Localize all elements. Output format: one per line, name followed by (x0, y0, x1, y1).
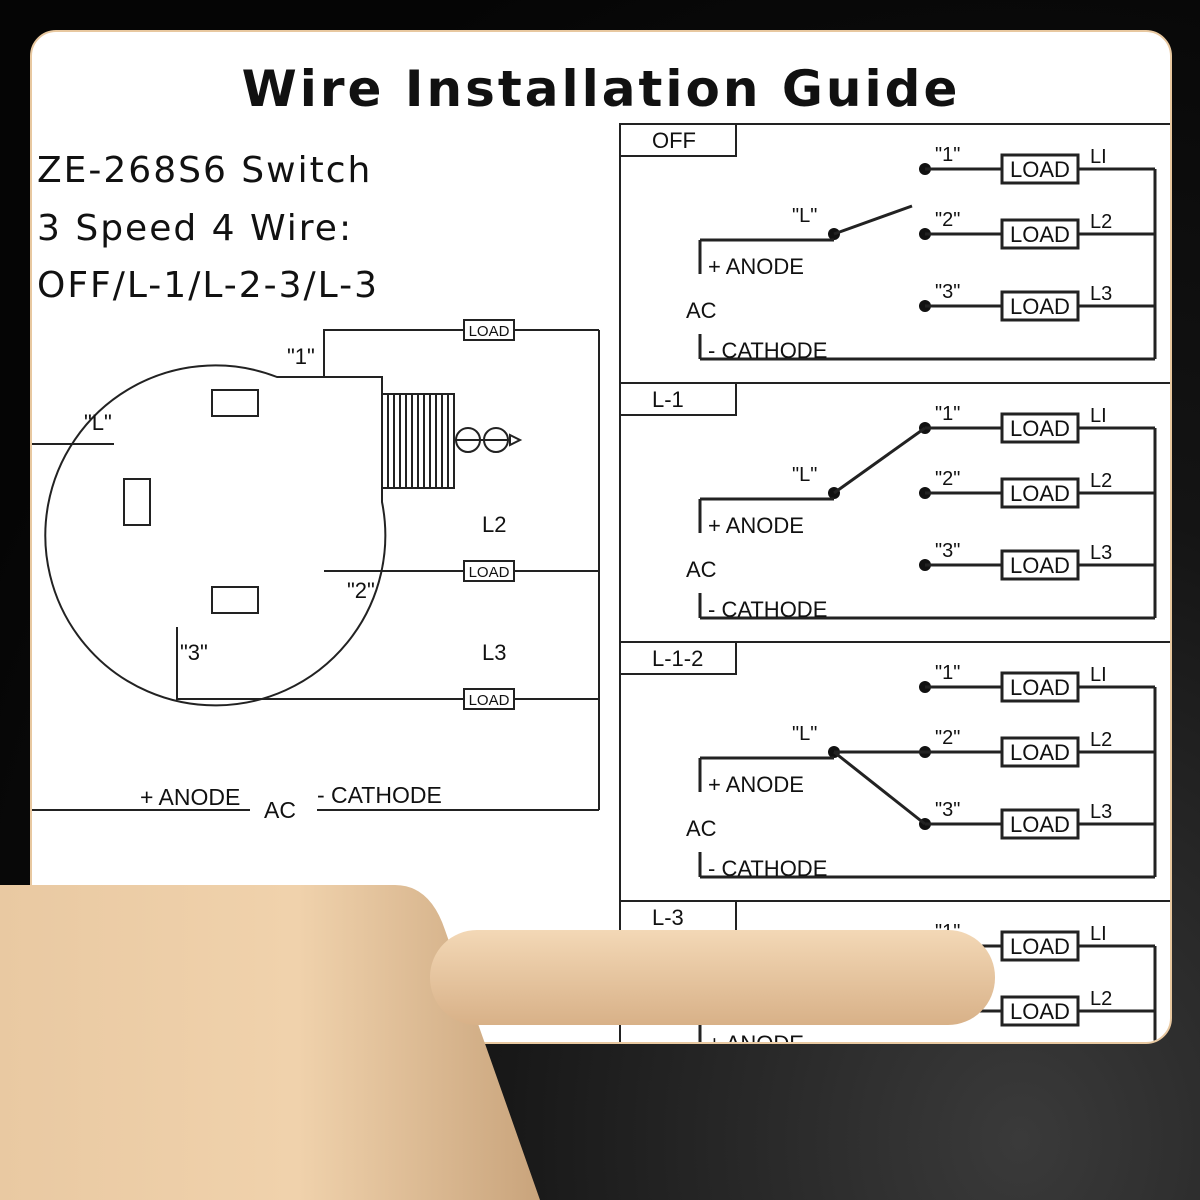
terminal-label-2: "2" (935, 727, 960, 749)
terminal-tab-1 (211, 389, 259, 417)
line-label-l2: L2 (1090, 470, 1112, 492)
load-label-3: LOAD (469, 692, 510, 709)
terminal-tab-l (123, 478, 151, 526)
anode-label: + ANODE (140, 784, 240, 810)
anode-label: + ANODE (708, 513, 804, 538)
switch-arm-3 (833, 750, 926, 826)
load-label: LOAD (1010, 157, 1070, 182)
pull-chain-bead (455, 427, 481, 453)
load-label: LOAD (1010, 416, 1070, 441)
cathode-label: - CATHODE (708, 338, 827, 363)
switch-housing (44, 364, 387, 707)
terminal-label-3: "3" (180, 640, 208, 665)
page-title: Wire Installation Guide (241, 60, 961, 118)
line-label-l3: L3 (1090, 801, 1112, 823)
line-label-l3: L3 (1090, 542, 1112, 564)
load-label: LOAD (1010, 553, 1070, 578)
line-label-l1: LI (1090, 146, 1107, 168)
terminal-label-3: "3" (935, 540, 960, 562)
spec-speed: 3 Speed 4 Wire: (37, 208, 354, 249)
terminal-label-1: "1" (935, 662, 960, 684)
ac-label: AC (686, 816, 717, 841)
terminal-label-3: "3" (935, 281, 960, 303)
terminal-label-2: "2" (935, 209, 960, 231)
terminal-label-1: "1" (935, 144, 960, 166)
anode-label: + ANODE (708, 254, 804, 279)
line-label-l2: L2 (1090, 211, 1112, 233)
switch-body-diagram: "L" LOAD "1" LOAD "2" L2 LOAD "3" L3 (32, 319, 600, 823)
load-label: LOAD (1010, 812, 1070, 837)
cathode-label: - CATHODE (708, 856, 827, 881)
mode-label: L-1-2 (652, 646, 703, 671)
anode-label: + ANODE (708, 772, 804, 797)
terminal-label-l: "L" (792, 464, 817, 486)
terminal-label-l: "L" (792, 723, 817, 745)
line-label-l2: L2 (482, 512, 506, 537)
switch-arm-1 (833, 426, 926, 495)
line-label-l1: LI (1090, 923, 1107, 945)
pull-chain-bead (483, 427, 509, 453)
spec-model: ZE-268S6 Switch (37, 150, 373, 191)
ac-label: AC (264, 797, 296, 823)
load-label: LOAD (1010, 740, 1070, 765)
decorative-band (0, 885, 995, 1200)
ac-label: AC (686, 298, 717, 323)
shaft-threads (387, 394, 449, 488)
line-label-l3: L3 (1090, 283, 1112, 305)
band-pill (430, 930, 995, 1025)
mode-label: L-3 (652, 905, 684, 930)
load-label: LOAD (1010, 999, 1070, 1024)
anode-label: + ANODE (708, 1031, 804, 1042)
load-label: LOAD (1010, 294, 1070, 319)
load-label: LOAD (1010, 481, 1070, 506)
load-label: LOAD (1010, 675, 1070, 700)
terminal-label-2: "2" (347, 578, 375, 603)
terminal-label-1: "1" (935, 403, 960, 425)
line-label-l3: L3 (482, 640, 506, 665)
wire-3 (176, 627, 464, 700)
terminal-tab-3 (211, 586, 259, 614)
terminal-label-l: "L" (792, 205, 817, 227)
pull-chain-end (509, 433, 523, 447)
mode-tab (619, 382, 737, 416)
mode-label: OFF (652, 128, 696, 153)
terminal-label-3: "3" (935, 799, 960, 821)
spec-positions: OFF/L-1/L-2-3/L-3 (37, 265, 379, 306)
mode-tab (619, 641, 737, 675)
terminal-label-1: "1" (287, 344, 315, 369)
mode-label: L-1 (652, 387, 684, 412)
load-label-2: LOAD (469, 564, 510, 581)
load-label: LOAD (1010, 934, 1070, 959)
cathode-label: - CATHODE (708, 597, 827, 622)
wire-1 (323, 329, 464, 377)
line-label-l1: LI (1090, 405, 1107, 427)
terminal-label-2: "2" (935, 468, 960, 490)
band-left (0, 885, 540, 1200)
line-label-l2: L2 (1090, 729, 1112, 751)
load-label: LOAD (1010, 222, 1070, 247)
load-label-1: LOAD (469, 323, 510, 340)
switch-arm-open (833, 204, 913, 236)
line-label-l1: LI (1090, 664, 1107, 686)
terminal-label-l: "L" (84, 410, 112, 435)
line-label-l2: L2 (1090, 988, 1112, 1010)
cathode-label: - CATHODE (317, 782, 442, 808)
mode-tab (619, 123, 737, 157)
ac-label: AC (686, 557, 717, 582)
